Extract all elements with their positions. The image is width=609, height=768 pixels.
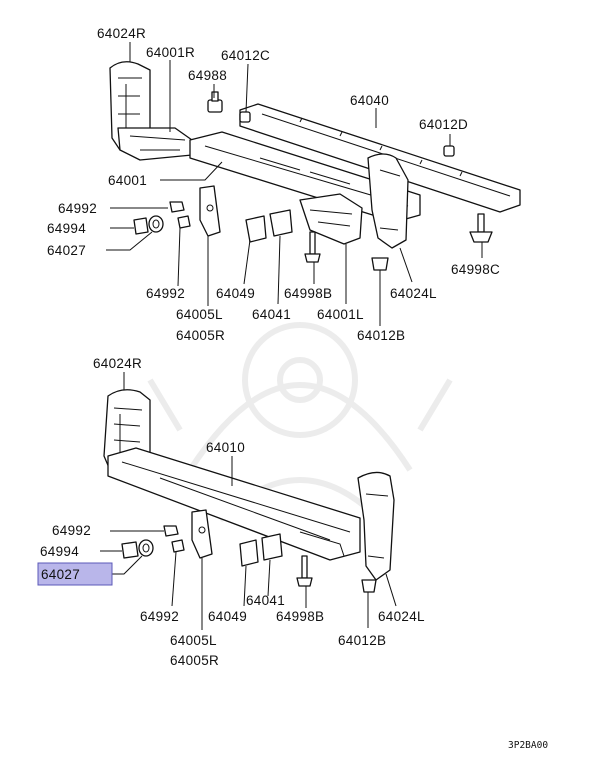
label-64012c: 64012C (221, 48, 270, 63)
part-64992-lower-b[interactable] (171, 539, 185, 553)
label-64005l: 64005L (176, 307, 223, 322)
upper-assembly: 64024R 64001R 64012C 64988 64040 64012D … (47, 26, 521, 343)
label-64001: 64001 (108, 173, 147, 188)
part-64998b-lower[interactable] (296, 555, 313, 587)
part-64992-lower-a[interactable] (163, 525, 179, 537)
label-64998b-lower: 64998B (276, 609, 324, 624)
label-64027: 64027 (47, 243, 86, 258)
part-64027-upper[interactable] (148, 215, 164, 233)
part-64992-upper-b[interactable] (177, 215, 191, 229)
label-64998b: 64998B (284, 286, 332, 301)
label-64040: 64040 (350, 93, 389, 108)
part-64001l[interactable] (299, 193, 363, 245)
upper-leader-lines (106, 42, 483, 326)
label-64994: 64994 (47, 221, 86, 236)
label-64049-lower: 64049 (208, 609, 247, 624)
lower-assembly: 64024R 64010 64992 64994 64027 64992 640… (37, 356, 425, 668)
part-64012b-lower[interactable] (361, 579, 377, 593)
label-64024r: 64024R (97, 26, 146, 41)
part-64024l-upper[interactable] (367, 153, 409, 249)
label-64001l: 64001L (317, 307, 364, 322)
label-64992-lower-a: 64992 (52, 523, 91, 538)
part-64041-lower[interactable] (261, 533, 283, 561)
part-64041-upper[interactable] (269, 209, 293, 237)
label-64994-lower: 64994 (40, 544, 79, 559)
label-64041: 64041 (252, 307, 291, 322)
label-64998c: 64998C (451, 262, 500, 277)
part-64994-upper[interactable] (133, 217, 149, 235)
part-64005-upper[interactable] (199, 185, 221, 237)
highlight-64027 (37, 562, 113, 586)
part-64012d[interactable] (443, 145, 455, 157)
part-64012b-upper[interactable] (371, 257, 389, 271)
part-64024l-lower[interactable] (357, 471, 395, 581)
label-64027-lower[interactable]: 64027 (41, 567, 80, 582)
part-64012c[interactable] (239, 111, 251, 123)
label-64024r-lower: 64024R (93, 356, 142, 371)
part-64001r[interactable] (117, 127, 193, 161)
part-64992-upper-a[interactable] (169, 201, 185, 213)
label-64049: 64049 (216, 286, 255, 301)
label-64992-a: 64992 (58, 201, 97, 216)
samurai-helmet-watermark (147, 322, 453, 523)
part-64998c[interactable] (469, 213, 493, 243)
label-64024l-lower: 64024L (378, 609, 425, 624)
part-64049-upper[interactable] (245, 215, 267, 243)
lower-leader-lines (100, 372, 397, 630)
label-64012b: 64012B (357, 328, 405, 343)
label-64992-b: 64992 (146, 286, 185, 301)
part-64001-beam[interactable] (189, 131, 421, 223)
part-64994-lower[interactable] (121, 541, 139, 559)
label-64010: 64010 (206, 440, 245, 455)
label-64005r-lower: 64005R (170, 653, 219, 668)
label-64012d: 64012D (419, 117, 468, 132)
label-64988: 64988 (188, 68, 227, 83)
label-64992-lower-b: 64992 (140, 609, 179, 624)
part-64998b-upper[interactable] (304, 231, 321, 263)
label-64024l: 64024L (390, 286, 437, 301)
part-64027-lower[interactable] (138, 539, 154, 557)
diagram-code: 3P2BA00 (508, 740, 548, 751)
label-64001r: 64001R (146, 45, 195, 60)
label-64041-lower: 64041 (246, 593, 285, 608)
part-64005-lower[interactable] (191, 509, 213, 559)
label-64005l-lower: 64005L (170, 633, 217, 648)
part-64049-lower[interactable] (239, 539, 259, 567)
label-64005r: 64005R (176, 328, 225, 343)
label-64012b-lower: 64012B (338, 633, 386, 648)
part-64988[interactable] (207, 91, 223, 113)
part-64010-beam[interactable] (107, 447, 361, 561)
